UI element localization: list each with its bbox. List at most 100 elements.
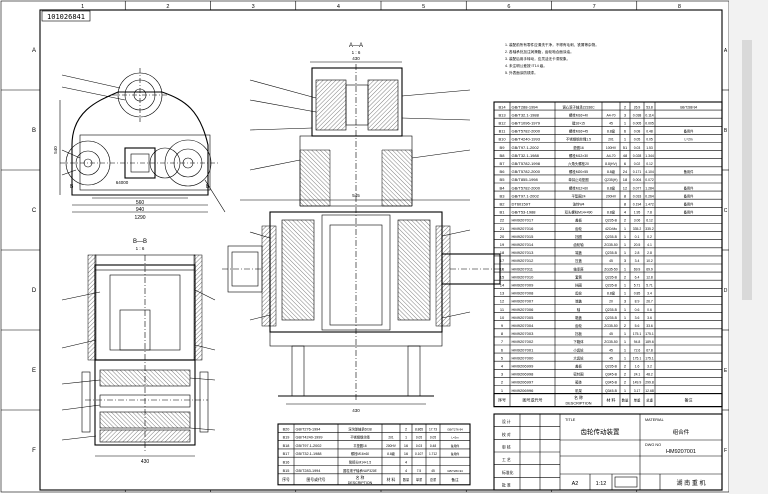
bom-name: 齿轮	[575, 226, 582, 231]
bom-code: GB/T97.1-2002	[512, 193, 540, 198]
bom-material: Q345-B	[605, 389, 617, 393]
scale: 1:12	[596, 481, 607, 487]
tech-requirement-line: 5. 外表面涂防锈漆。	[505, 70, 538, 75]
bom-name: 下箱体	[573, 339, 584, 344]
bom-code: GB/T1096-1979	[512, 121, 541, 126]
bom-name: 螺栓M16×45	[569, 129, 588, 134]
material-value: 组合件	[673, 428, 690, 436]
bom-qty: 2	[624, 364, 627, 369]
bom-material: 8.8级	[607, 291, 616, 296]
bom-material: 8.8(HV)	[605, 162, 617, 166]
bom-material: Q235-B	[605, 251, 617, 255]
section-aa-dim-mid: 545	[352, 193, 360, 198]
bom-name: 机架	[575, 388, 582, 393]
bom-header-code: 图号或代号	[307, 477, 326, 482]
bom-material: 8.8级	[607, 169, 616, 174]
bom-name: 螺栓M16×60	[351, 451, 369, 456]
bom-unit-weight: 0.6	[635, 308, 640, 312]
bom-qty: 1	[624, 234, 627, 239]
section-aa-label: A—A	[349, 43, 363, 49]
bom-material: Q235-B	[605, 365, 617, 369]
bom-note: 备用件	[451, 444, 460, 448]
viewer-scrollbar[interactable]	[742, 40, 752, 300]
bom-unit-weight: 0.03	[634, 146, 641, 150]
bom-seq: 14	[500, 283, 505, 288]
bom-name: 垫圈16	[573, 145, 584, 150]
bom-name: 轴	[577, 307, 581, 312]
bom-unit-weight: 1.6	[635, 365, 640, 369]
bom-note: 备用件	[684, 185, 694, 190]
bom-header-name: 名 称	[356, 475, 365, 480]
bom-name: 调心滚子轴承22336C	[562, 104, 595, 109]
bom-qty: 1	[624, 250, 627, 255]
bom-unit-weight: 0.171	[633, 170, 642, 174]
bom-code: HM9207012	[512, 258, 535, 263]
bom-unit-weight: 94.8	[634, 340, 641, 344]
bom-seq: B2	[500, 202, 506, 207]
bom-total-weight: 335.2	[645, 227, 654, 231]
bom-code: HM9207002	[512, 339, 535, 344]
tech-requirement-line: 1. 装配前所有零件应清洗干净，不得有毛刺、铁屑等杂物。	[505, 42, 599, 47]
bom-header-qty: 数量	[622, 398, 629, 403]
bom-qty: 6	[624, 161, 627, 166]
bom-code: GB/T5782-2000	[512, 185, 541, 190]
bom-name: 螺栓M12×30	[569, 153, 588, 158]
bom-seq: 12	[500, 299, 505, 304]
bom-name: 深沟球轴承6038	[348, 426, 371, 431]
bom-material: 201	[608, 138, 614, 142]
bom-name: 大齿轮	[573, 355, 584, 360]
bom-total-weight: 10.2	[646, 259, 653, 263]
title-block-role-label: 校 对	[502, 432, 511, 437]
bom-header-unit: 单重	[634, 398, 641, 403]
bom-qty: 1	[624, 388, 627, 393]
bom-total-weight: 3.2	[647, 365, 652, 369]
bom-name: 盖板	[575, 218, 582, 223]
bom-total-weight: 0.05	[646, 138, 653, 142]
zone-number-top: 3	[252, 4, 255, 10]
bom-material: 201	[388, 436, 394, 440]
bom-total-weight: 67.8	[646, 348, 653, 352]
bom-unit-weight: 0.004	[633, 178, 642, 182]
bom-total-weight: 0.072	[645, 178, 654, 182]
bom-unit-weight: 0.038	[633, 113, 642, 117]
bom-total-weight: 69.9	[646, 267, 653, 271]
bom-qty: 1	[624, 283, 627, 288]
bom-seq: B16	[283, 461, 290, 465]
bom-header-material: 材 料	[606, 397, 615, 403]
bom-material: 8.8级	[607, 129, 616, 134]
bom-code: GB/T5782-2000	[512, 169, 541, 174]
title-block-role-label: 批 准	[502, 482, 511, 487]
tech-requirement-line: 3. 装配后用手转动，应灵活无卡滞现象。	[505, 56, 570, 61]
zone-number-top: 4	[337, 4, 340, 10]
bom-name: 密封圈	[573, 372, 584, 377]
bom-code: HM9206997	[512, 380, 535, 385]
zone-letter-left: B	[32, 128, 36, 134]
bom-qty: 12	[623, 185, 628, 190]
bom-code: GB/T4240-1993	[512, 137, 541, 142]
bom-unit-weight: 3.17	[634, 389, 641, 393]
bom-qty: 2	[624, 274, 627, 279]
bom-note: GB/T288-94	[680, 105, 698, 109]
bom-seq: B13	[498, 112, 506, 117]
bom-material: 45	[609, 348, 613, 352]
bom-material: ZG35-50	[604, 340, 617, 344]
bom-code: GB/T283-1994	[296, 469, 321, 473]
bom-header-unit: 单重	[416, 477, 423, 482]
bom-total-weight: 1.284	[645, 186, 654, 190]
bom-qty: 1	[624, 121, 627, 126]
bom-code: GB/T32.1-1988	[512, 112, 540, 117]
bom-qty: 16	[404, 444, 408, 448]
bom-seq: 10	[500, 315, 505, 320]
bom-code: HM9206996	[512, 388, 535, 393]
